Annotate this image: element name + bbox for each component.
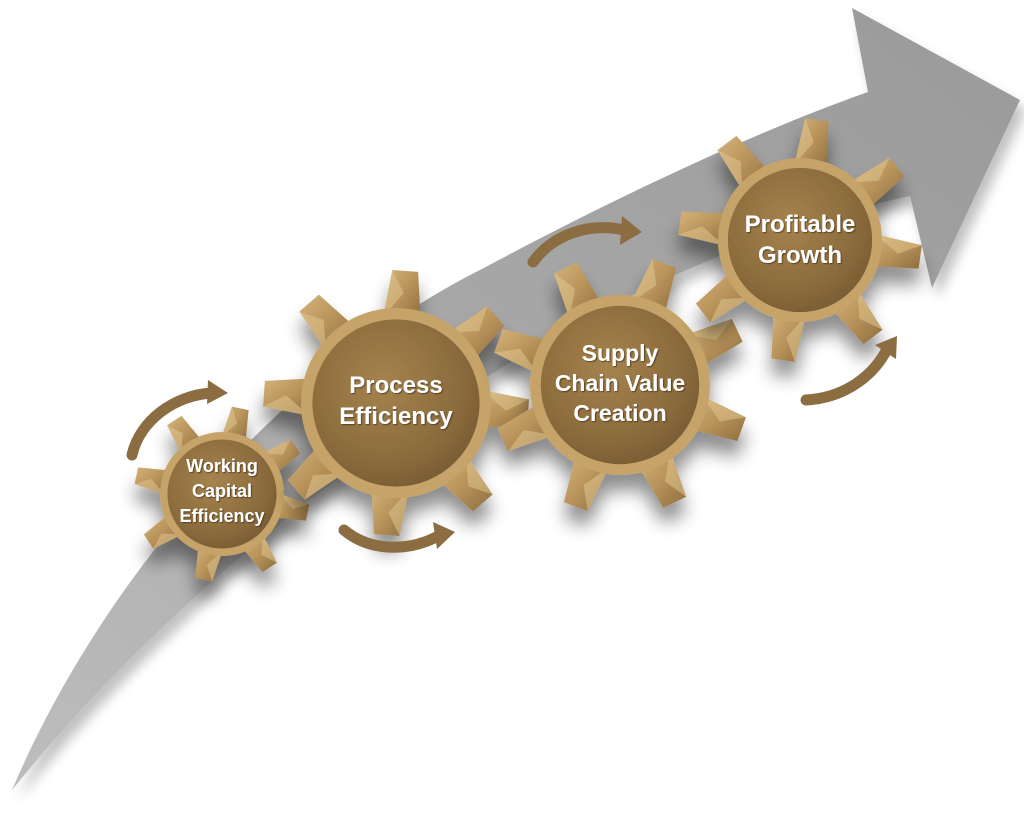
gear-body: [727, 167, 873, 313]
gear-tooth-facet: [717, 150, 743, 191]
gear-label-line: Capital: [192, 481, 252, 501]
gear-tooth-facet: [221, 406, 238, 437]
gear-tooth-facet: [261, 534, 277, 563]
gear-tooth-facet: [304, 473, 344, 500]
gear-profitable-growth: [678, 118, 922, 362]
gear-tooth-facet: [631, 259, 657, 303]
gear-label-process-efficiency: Process Efficiency: [339, 372, 453, 430]
gear-label-line: Working: [186, 456, 258, 476]
gear-tooth-facet: [383, 270, 404, 317]
gear-label-line: Supply: [582, 340, 659, 366]
gear-tooth-facet: [262, 439, 291, 455]
gear-tooth-facet: [388, 489, 409, 536]
gear-label-line: Efficiency: [339, 403, 453, 430]
gear-body: [312, 319, 480, 487]
gear-tooth-facet: [263, 395, 310, 416]
gear-label-profitable-growth: Profitable Growth: [745, 211, 856, 269]
gear-label-line: Process: [349, 372, 442, 399]
gear-tooth-facet: [167, 425, 183, 454]
gear-tooth-facet: [786, 315, 806, 362]
gear-tooth-facet: [794, 118, 814, 165]
gear-tooth-facet: [153, 533, 182, 549]
gear-label-working-capital-efficiency: Working Capital Efficiency: [179, 456, 264, 526]
gear-label-line: Growth: [758, 242, 842, 269]
gear-tooth-facet: [134, 478, 165, 495]
gear-tooth-facet: [553, 273, 575, 320]
gear-tooth-facet: [702, 396, 746, 422]
cycle-arrows: [126, 216, 897, 553]
gear-tooth-facet: [710, 297, 751, 323]
gear-tooth-facet: [665, 450, 687, 497]
gear-label-line: Efficiency: [179, 506, 264, 526]
gear-tooth-facet: [583, 467, 609, 511]
gear-tooth-facet: [508, 430, 555, 452]
gear-tooth-facet: [678, 226, 725, 246]
gear-process-efficiency: [263, 270, 529, 536]
cycle-arrow-bottom-middle: [338, 522, 455, 553]
gear-tooth-facet: [849, 157, 890, 183]
gear-tooth-facet: [494, 348, 538, 374]
cycle-arrow-top-middle: [527, 216, 642, 268]
gear-tooth-facet: [857, 289, 883, 330]
gear-label-line: Creation: [573, 400, 666, 426]
gear-body: [540, 305, 700, 465]
gear-label-supply-chain-value-creation: Supply Chain Value Creation: [555, 340, 685, 426]
gear-supply-chain-value-creation: [494, 259, 746, 511]
gear-tooth-facet: [482, 390, 529, 411]
gear-tooth-facet: [875, 234, 922, 254]
cycle-arrow-bottom-right: [800, 336, 897, 406]
gear-tooth-facet: [685, 318, 732, 340]
gear-tooth-facet: [448, 306, 488, 333]
gear-tooth-facet: [279, 493, 310, 510]
gear-label-line: Chain Value: [555, 370, 685, 396]
gear-label-line: Profitable: [745, 211, 856, 238]
gears-layer: [134, 118, 922, 582]
gear-working-capital-efficiency: [134, 406, 310, 582]
cycle-arrow-top-left: [126, 380, 228, 461]
gear-body: [167, 439, 277, 549]
gear-tooth-facet: [206, 551, 223, 582]
gear-tooth-facet: [299, 311, 326, 351]
gear-tooth-facet: [466, 455, 493, 495]
